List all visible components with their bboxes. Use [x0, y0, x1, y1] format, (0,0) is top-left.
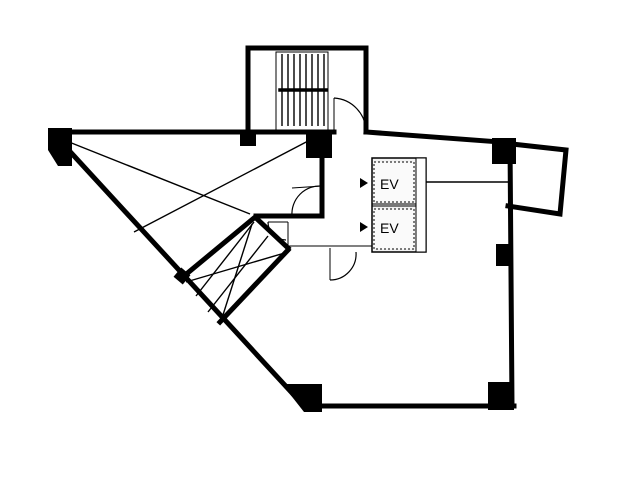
- column-bottom-right: [488, 382, 514, 410]
- column-void-corner: [173, 267, 191, 285]
- doors: [267, 97, 367, 281]
- column-top-center: [306, 132, 332, 158]
- column-top-right: [492, 138, 516, 164]
- elevator-1-arrow-icon: [360, 178, 368, 188]
- elevator-2: EV: [360, 208, 415, 250]
- balcony: [426, 141, 569, 217]
- void-area: [63, 137, 325, 280]
- column-right-middle: [496, 244, 510, 266]
- column-bottom-left: [282, 384, 322, 412]
- elevator-1: EV: [360, 161, 415, 203]
- stairwell: [245, 45, 369, 135]
- elevator-2-arrow-icon: [360, 222, 368, 232]
- elevator-2-label: EV: [380, 220, 399, 236]
- outer-walls: [48, 128, 517, 410]
- elevator-1-label: EV: [380, 176, 399, 192]
- column-top-left: [48, 128, 72, 166]
- shaft: [185, 214, 372, 326]
- column-top-center-left: [240, 130, 256, 146]
- elevator-bank: EV EV: [360, 157, 427, 253]
- columns: [48, 128, 516, 412]
